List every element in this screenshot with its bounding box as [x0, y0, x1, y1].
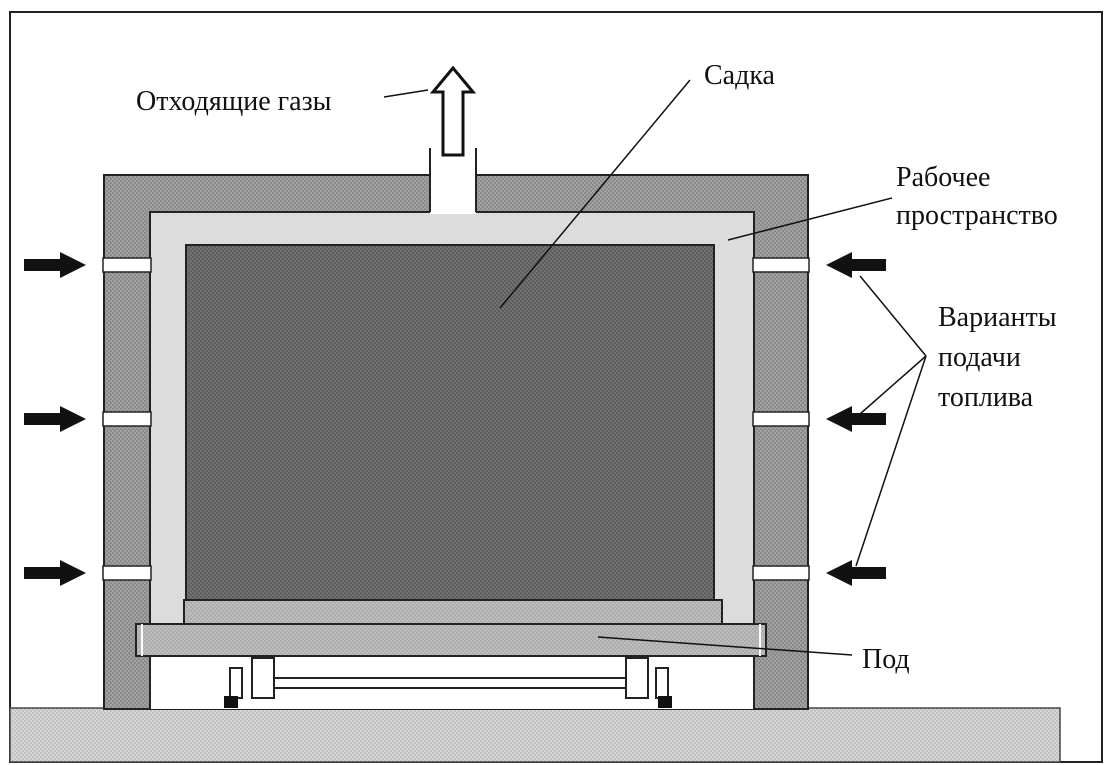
- fuel-label-line1: Варианты: [938, 302, 1057, 333]
- ground: [9, 707, 1061, 763]
- left-fuel-ports: [102, 257, 152, 581]
- hearth-label: Под: [862, 644, 910, 675]
- fuel-label-line3: топлива: [938, 382, 1034, 413]
- hearth-plate: [135, 623, 767, 657]
- exhaust-arrow: [429, 65, 477, 157]
- hearth-pit: [150, 655, 754, 709]
- workspace-label-line2: пространство: [896, 200, 1058, 231]
- right-fuel-arrows: [826, 252, 886, 586]
- charge-label: Садка: [704, 60, 776, 91]
- charge-block: [185, 244, 715, 602]
- fuel-label-line2: подачи: [938, 342, 1021, 373]
- right-fuel-ports: [752, 257, 810, 581]
- workspace-label-line1: Рабочее: [896, 162, 990, 193]
- charge-base: [183, 599, 723, 626]
- exhaust-label: Отходящие газы: [136, 86, 332, 117]
- hearth-cart-wheels: [224, 657, 672, 708]
- leader-lines: [383, 79, 927, 656]
- left-fuel-arrows: [24, 252, 86, 586]
